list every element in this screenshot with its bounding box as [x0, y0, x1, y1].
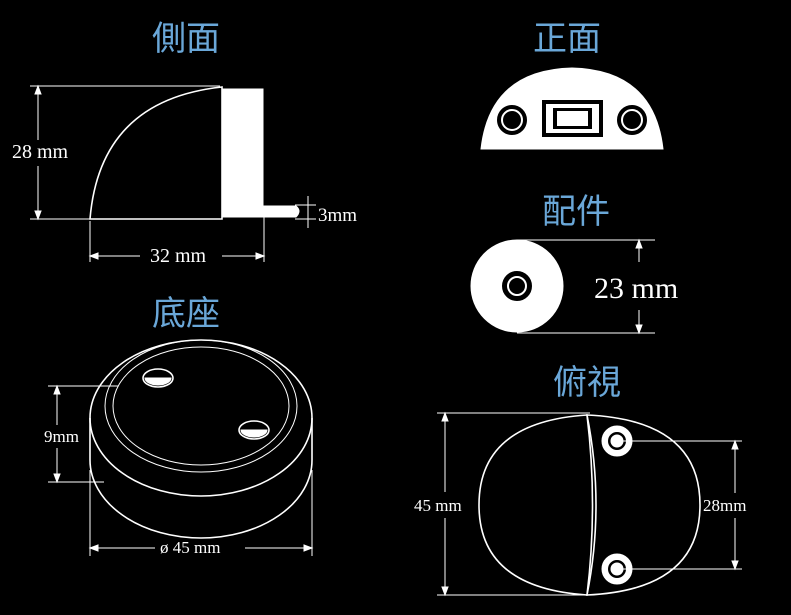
title-side: 側面: [152, 19, 220, 59]
top-dome-left: [478, 414, 594, 596]
top-view: 45 mm 28mm: [414, 411, 746, 597]
side-view: 28 mm 3mm 32 mm: [12, 84, 357, 267]
dim-base-diameter: ø 45 mm: [160, 538, 220, 557]
base-screw-hole-left: [142, 368, 174, 388]
title-front: 正面: [533, 19, 601, 59]
dim-side-lip: 3mm: [318, 205, 357, 226]
dim-side-height: 28 mm: [12, 141, 69, 163]
top-dome-right: [586, 414, 701, 596]
side-dome-outline: [89, 86, 223, 220]
base-view: 9mm ø 45 mm: [44, 339, 314, 557]
title-top: 俯視: [553, 363, 621, 403]
front-view: [480, 67, 664, 150]
side-lip: [221, 205, 300, 218]
dim-parts-diameter: 23 mm: [594, 272, 678, 305]
base-screw-hole-right: [238, 420, 270, 440]
dim-side-width: 32 mm: [150, 245, 207, 267]
dim-top-height: 45 mm: [414, 496, 462, 515]
base-side-band: [89, 418, 313, 539]
side-rubber-block: [221, 88, 264, 208]
base-outer-rim: [89, 339, 313, 497]
parts-view: 23 mm: [470, 238, 678, 335]
title-base: 底座: [152, 294, 220, 334]
dim-top-right: 28mm: [703, 496, 746, 515]
dim-base-height: 9mm: [44, 427, 79, 446]
title-parts: 配件: [542, 192, 610, 232]
